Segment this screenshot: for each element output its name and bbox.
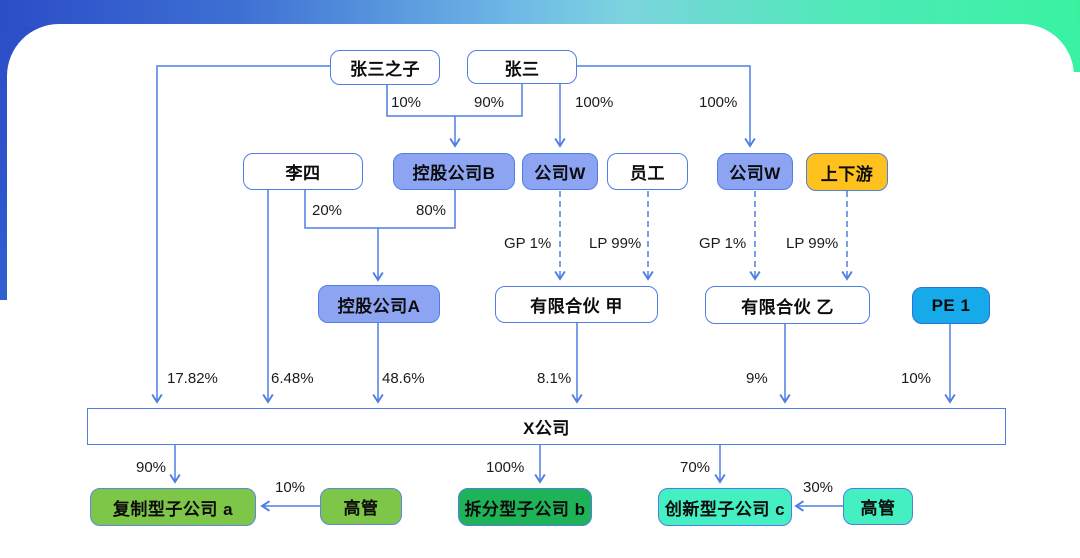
edge-label-updownstream-lp: LP 99% <box>786 235 839 252</box>
edge-label-employee-lp: LP 99% <box>589 235 642 252</box>
edge-label-lisi-to-holding-a: 20% <box>312 202 343 219</box>
node-sub-c: 创新型子公司 c <box>658 488 792 526</box>
frame-gradient-top <box>0 0 1080 27</box>
node-zhangsan-son: 张三之子 <box>330 50 440 85</box>
node-exec2: 高管 <box>843 488 913 525</box>
bracket-lisi-holding-b <box>304 190 456 229</box>
node-exec1: 高管 <box>320 488 402 525</box>
edge-label-pe1-to-x: 10% <box>901 370 932 387</box>
node-pe1: PE 1 <box>912 287 990 324</box>
node-updownstream: 上下游 <box>806 153 888 191</box>
line-son-to-x <box>151 65 330 404</box>
node-lisi: 李四 <box>243 153 363 190</box>
edge-label-w1-gp: GP 1% <box>504 235 552 252</box>
edge-label-zhangsan-to-holding-b: 90% <box>474 94 505 111</box>
node-zhangsan: 张三 <box>467 50 577 84</box>
edge-label-lisi-to-x: 6.48% <box>271 370 314 387</box>
node-sub-b: 拆分型子公司 b <box>458 488 592 526</box>
node-holding-company-b: 控股公司B <box>393 153 515 190</box>
edge-label-zhangsan-to-w2: 100% <box>699 94 738 111</box>
edge-label-exec1-to-sub-a: 10% <box>275 479 306 496</box>
edge-label-exec2-to-sub-c: 30% <box>803 479 834 496</box>
edge-label-x-to-sub-c: 70% <box>680 459 711 476</box>
edge-label-w2-gp: GP 1% <box>699 235 747 252</box>
edge-label-zhangsan-to-w1: 100% <box>575 94 614 111</box>
edge-label-lp-jia-to-x: 8.1% <box>537 370 572 387</box>
edge-label-holding-b-to-holding-a: 80% <box>416 202 447 219</box>
node-company-w2: 公司W <box>717 153 793 190</box>
node-lp-yi: 有限合伙 乙 <box>705 286 870 324</box>
edge-label-son-to-holding-b: 10% <box>391 94 422 111</box>
node-sub-a: 复制型子公司 a <box>90 488 256 526</box>
edge-label-son-to-x: 17.82% <box>167 370 218 387</box>
node-employee: 员工 <box>607 153 688 190</box>
line-zhangsan-to-w2 <box>577 65 756 148</box>
edge-label-holding-a-to-x: 48.6% <box>382 370 425 387</box>
node-x-company: X公司 <box>87 408 1006 445</box>
edge-label-x-to-sub-b: 100% <box>486 459 525 476</box>
edge-label-lp-yi-to-x: 9% <box>746 370 768 387</box>
edge-label-x-to-sub-a: 90% <box>136 459 167 476</box>
node-lp-jia: 有限合伙 甲 <box>495 286 658 323</box>
node-company-w1: 公司W <box>522 153 598 190</box>
node-holding-company-a: 控股公司A <box>318 285 440 323</box>
